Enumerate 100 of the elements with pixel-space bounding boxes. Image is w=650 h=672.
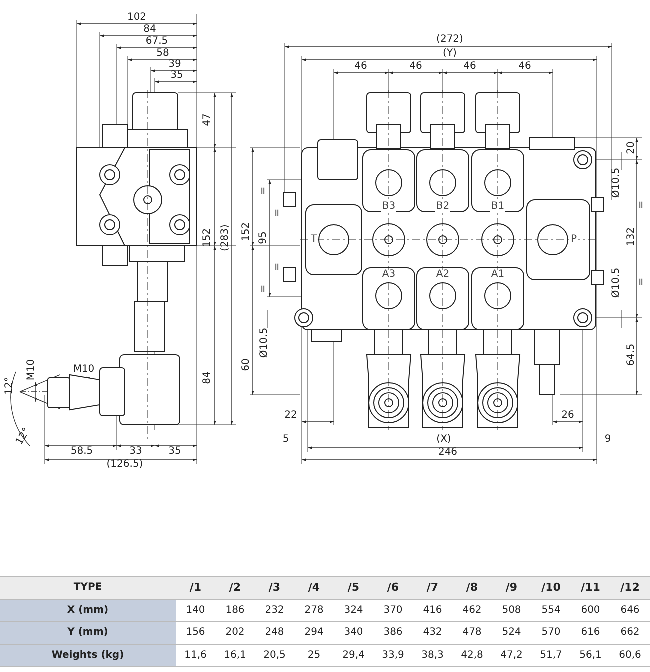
equal-mark: =	[635, 200, 645, 210]
table-header-cell-text: /2	[228, 580, 242, 596]
table-cell-text: 33,9	[381, 648, 406, 663]
table-cell-text: 51,7	[539, 648, 564, 663]
table-cell-text: 324	[343, 604, 364, 618]
dimension-label: 9	[604, 435, 612, 445]
table-cell-text: 232	[264, 604, 286, 618]
dimension-label: (X)	[436, 435, 452, 445]
table-cell-text: 29,4	[342, 648, 366, 663]
dimension-label: 22	[284, 411, 298, 421]
dimension-label: 20	[627, 142, 637, 154]
dimension-label: 5	[282, 435, 290, 445]
dimension-label: 35	[170, 71, 184, 81]
dimension-label: 58.5	[70, 447, 94, 457]
table-cell-text: 60,6	[618, 648, 642, 663]
table-cell-text: 25	[306, 648, 322, 663]
table-cell-text: 38,3	[420, 648, 445, 663]
table-cell-text: 140	[185, 604, 206, 618]
dimension-label: (Y)	[443, 49, 457, 59]
dimension-label: M10	[73, 365, 95, 375]
table-cell-text: 570	[540, 626, 562, 640]
dimension-label: 64.5	[627, 344, 637, 366]
table-cell-text: 340	[343, 626, 364, 640]
table-cell-text: 202	[224, 626, 246, 640]
table-header-cell-text: /8	[465, 580, 480, 596]
dimension-label: 58	[156, 49, 170, 59]
table-cell-text: 370	[382, 604, 404, 618]
table-header-cell-text: /1	[188, 580, 203, 596]
dimension-label: (126.5)	[106, 460, 144, 470]
row-header-cell: Y (mm)	[0, 622, 176, 644]
row-header-cell: X (mm)	[0, 600, 176, 621]
dimension-label: 132	[627, 227, 637, 247]
port-label: A2	[435, 270, 451, 280]
table-header-cell-text: /4	[307, 580, 322, 596]
dimension-label: Ø10.5	[612, 168, 622, 198]
table-cell-text: 56,1	[578, 648, 603, 663]
table-cell-text: 278	[304, 604, 325, 618]
dimension-label: M10	[27, 359, 37, 381]
table-cell-text: 646	[620, 604, 641, 618]
table-header-cell-text: /7	[426, 580, 440, 596]
dimension-label: 12°	[5, 377, 15, 395]
dimension-label: (272)	[436, 35, 464, 45]
table-cell-text: 416	[422, 604, 444, 618]
dimension-label: (283)	[221, 224, 231, 252]
table-cell-text: 478	[462, 626, 483, 640]
table-cell-text: 16,1	[223, 648, 248, 663]
table-cell-text: 462	[462, 604, 483, 618]
dimension-label: 246	[438, 448, 458, 458]
dimension-label: 46	[354, 62, 368, 72]
port-label: A1	[490, 270, 506, 280]
table-cell-text: 248	[264, 626, 286, 640]
dimension-label: 46	[518, 62, 532, 72]
table-cell-text: 662	[620, 626, 641, 640]
dimension-label: 33	[130, 447, 142, 457]
dimension-label: 60	[242, 358, 252, 372]
table-header-cell-text: /10	[540, 580, 562, 596]
dimension-label: 102	[127, 13, 147, 23]
dimension-label: 84	[144, 25, 156, 35]
port-label: A3	[381, 270, 397, 280]
table-header-cell-text: /12	[620, 580, 641, 596]
table-cell-text: 386	[382, 626, 404, 640]
equal-mark: =	[257, 284, 267, 294]
table-header-cell-text: /5	[346, 580, 361, 596]
port-label: P	[570, 235, 578, 245]
dimension-label: 47	[203, 114, 213, 126]
equal-mark: =	[271, 262, 281, 272]
port-label: B1	[490, 202, 506, 212]
table-cell-text: 47,2	[500, 648, 524, 663]
table-header-cell-text: TYPE	[72, 581, 104, 596]
equal-mark: =	[271, 208, 281, 218]
dimension-label: 67.5	[146, 37, 168, 47]
table-cell-text: 600	[580, 604, 602, 618]
table-cell-text: 42,8	[460, 648, 484, 663]
table-header-cell-text: /6	[386, 580, 400, 596]
table-cell-text: 20,5	[262, 648, 287, 663]
table-cell-text: 186	[224, 604, 246, 618]
dimension-label: 152	[242, 222, 252, 242]
table-header-cell-text: /3	[268, 580, 282, 596]
table-cell-text: 156	[185, 626, 206, 640]
equal-mark: =	[257, 186, 267, 196]
dimension-label: Ø10.5	[260, 328, 270, 358]
row-header-cell: Weights (kg)	[0, 644, 176, 666]
equal-mark: =	[635, 278, 645, 286]
dimension-label: 26	[562, 411, 574, 421]
table-cell-text: 554	[540, 604, 562, 618]
table-header-cell-text: /11	[580, 580, 602, 596]
table-cell-text: 294	[304, 626, 325, 640]
table-cell-text: 11,6	[184, 648, 208, 663]
dimension-label: 84	[203, 372, 213, 384]
port-label: B2	[435, 202, 451, 212]
dimension-label: 152	[203, 228, 213, 248]
table-cell-text: 432	[422, 626, 444, 640]
dimension-label: 46	[464, 62, 476, 72]
table-header-cell-text: /9	[504, 580, 519, 596]
dimension-label: 12°	[15, 426, 33, 448]
dimension-label: Ø10.5	[612, 268, 622, 298]
table-cell-text: 524	[501, 626, 522, 640]
table-cell-text: 616	[580, 626, 602, 640]
dimension-label: 35	[168, 447, 182, 457]
table-cell-text: 508	[501, 604, 522, 618]
